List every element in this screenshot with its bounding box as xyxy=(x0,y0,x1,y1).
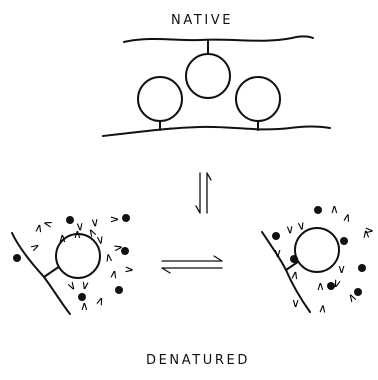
horizontal-equilibrium-arrows xyxy=(162,256,222,273)
denatured-label: DENATURED xyxy=(146,353,250,368)
solvent-symbol: ∧ xyxy=(73,227,82,241)
solvent-symbol: ∧ xyxy=(58,231,67,245)
vertical-equilibrium-arrows xyxy=(196,173,211,213)
solvent-symbol: ∧ xyxy=(362,226,377,236)
solvent-symbol: ∧ xyxy=(108,266,119,281)
native-label: NATIVE xyxy=(171,13,233,28)
denatured-state-left: ∧ ∧ ∧ ∧ ∧ ∧ ∧ ∧ ∧ ∧ ∧ ∧ ∧ ∧ ∧ ∧ ∧ ∧ xyxy=(12,214,137,314)
ligand-dot xyxy=(115,286,123,294)
solvent-symbol: ∧ xyxy=(122,265,137,275)
solvent-symbol: ∧ xyxy=(94,293,107,309)
denatured-state-right: ∧ ∧ ∧ ∧ ∧ ∧ ∧ ∧ ∧ ∧ ∧ ∧ ∧ ∧ xyxy=(262,202,377,316)
solvent-symbol: ∧ xyxy=(289,267,300,282)
solvent-symbol: ∧ xyxy=(316,279,325,293)
ligand-dot xyxy=(272,232,280,240)
solvent-symbol: ∧ xyxy=(27,240,44,255)
left-stem xyxy=(44,266,60,277)
ligand-dot xyxy=(122,214,130,222)
solvent-symbol: ∧ xyxy=(79,279,90,294)
ligand-dot xyxy=(290,255,298,263)
solvent-symbol: ∧ xyxy=(108,215,122,224)
native-lower-chain xyxy=(103,127,330,137)
ligand-dot xyxy=(13,254,21,262)
ligand-dot xyxy=(66,216,74,224)
solvent-symbol: ∧ xyxy=(330,202,339,216)
ligand-dot xyxy=(314,206,322,214)
ligand-dot xyxy=(358,264,366,272)
solvent-symbol: ∧ xyxy=(337,263,346,277)
native-sphere-right xyxy=(236,77,280,121)
solvent-symbol: ∧ xyxy=(285,223,295,238)
solvent-symbol: ∧ xyxy=(65,278,80,295)
solvent-symbol: ∧ xyxy=(330,276,343,292)
native-sphere-left xyxy=(138,77,182,121)
native-state xyxy=(103,37,330,137)
solvent-symbol: ∧ xyxy=(296,219,307,234)
solvent-symbol: ∧ xyxy=(80,299,89,313)
native-upper-chain xyxy=(124,37,313,43)
solvent-symbol: ∧ xyxy=(341,209,353,225)
solvent-symbol: ∧ xyxy=(291,297,300,311)
solvent-symbol: ∧ xyxy=(273,247,282,261)
solvent-symbol: ∧ xyxy=(318,301,328,316)
native-sphere-top xyxy=(186,54,230,98)
ligand-dot xyxy=(340,237,348,245)
